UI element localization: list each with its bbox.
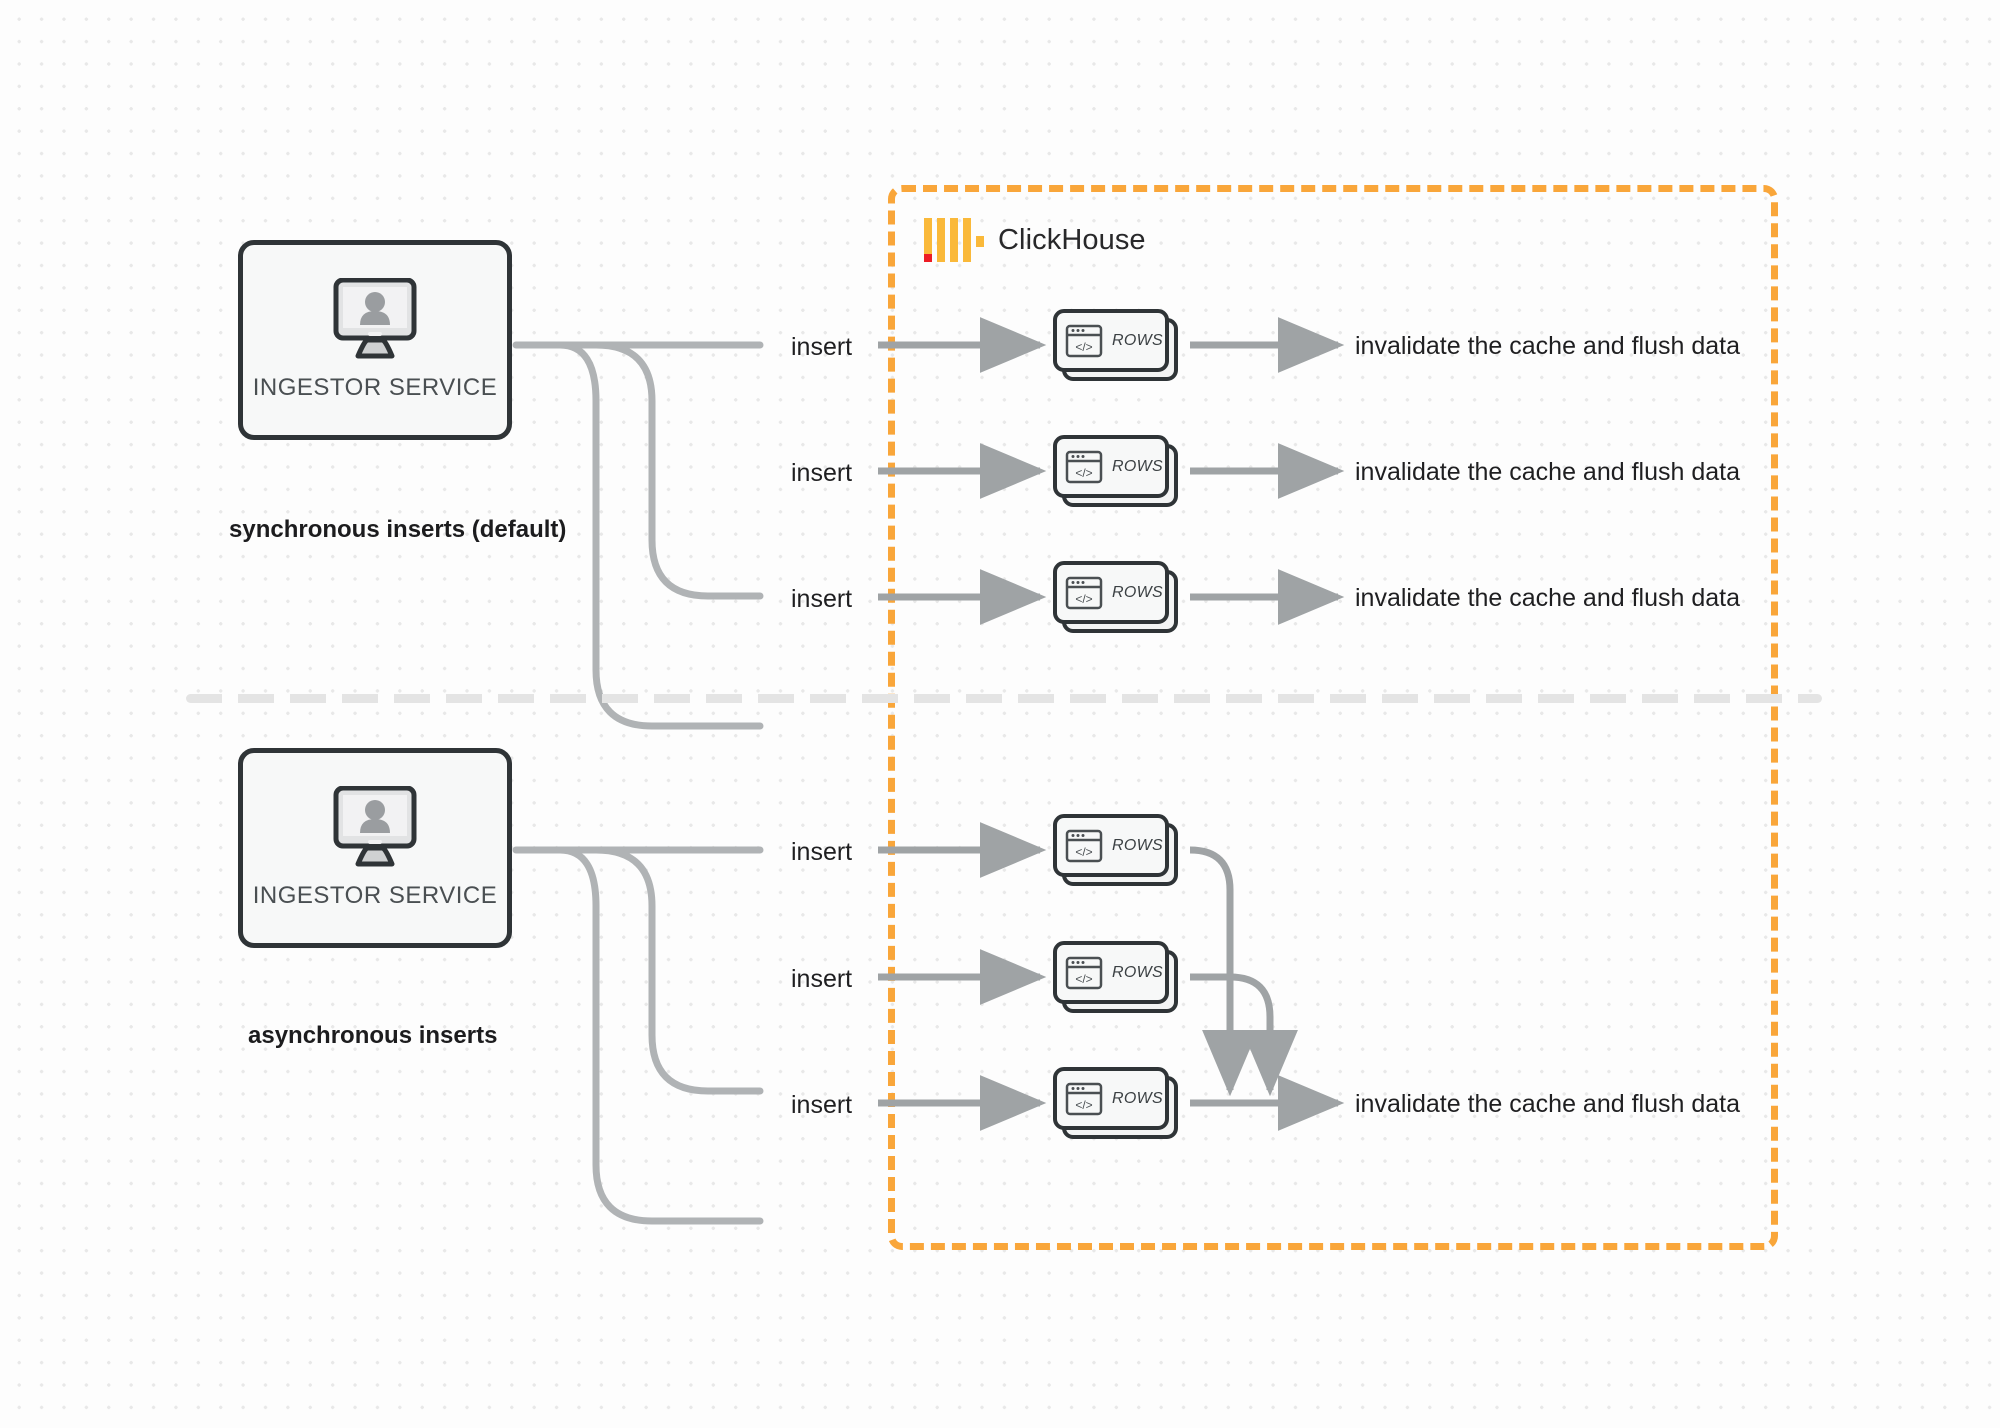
section-caption-sync: synchronous inserts (default) xyxy=(229,516,567,543)
code-window-icon: </> xyxy=(1065,324,1103,357)
code-window-icon: </> xyxy=(1065,576,1103,609)
rows-label: ROWS xyxy=(1112,457,1163,475)
rows-label: ROWS xyxy=(1112,331,1163,349)
clickhouse-title: ClickHouse xyxy=(998,223,1146,256)
svg-text:</>: </> xyxy=(1075,972,1092,986)
sidebar-item-sync-service: INGESTOR SERVICE xyxy=(238,240,512,440)
insert-label: insert xyxy=(791,459,853,487)
rows-card: </> ROWS xyxy=(1053,435,1178,507)
result-label: invalidate the cache and flush data xyxy=(1355,584,1740,612)
result-label: invalidate the cache and flush data xyxy=(1355,1090,1740,1118)
service-label: INGESTOR SERVICE xyxy=(252,882,498,909)
section-caption-async: asynchronous inserts xyxy=(248,1022,498,1049)
code-window-icon: </> xyxy=(1065,450,1103,483)
result-label: invalidate the cache and flush data xyxy=(1355,332,1740,360)
rows-card: </> ROWS xyxy=(1053,561,1178,633)
rows-label: ROWS xyxy=(1112,836,1163,854)
monitor-user-icon xyxy=(327,785,423,870)
code-window-icon: </> xyxy=(1065,829,1103,862)
insert-label: insert xyxy=(791,838,853,866)
service-label: INGESTOR SERVICE xyxy=(252,374,498,401)
clickhouse-boundary xyxy=(888,185,1778,1250)
code-window-icon: </> xyxy=(1065,1082,1103,1115)
svg-text:</>: </> xyxy=(1075,1098,1092,1112)
sidebar-item-async-service: INGESTOR SERVICE xyxy=(238,748,512,948)
clickhouse-logo-icon xyxy=(924,218,984,262)
monitor-user-icon xyxy=(327,277,423,362)
svg-text:</>: </> xyxy=(1075,466,1092,480)
insert-label: insert xyxy=(791,965,853,993)
section-divider xyxy=(186,694,1822,703)
rows-label: ROWS xyxy=(1112,963,1163,981)
rows-label: ROWS xyxy=(1112,1089,1163,1107)
svg-text:</>: </> xyxy=(1075,340,1092,354)
rows-label: ROWS xyxy=(1112,583,1163,601)
code-window-icon: </> xyxy=(1065,956,1103,989)
rows-card: </> ROWS xyxy=(1053,814,1178,886)
svg-text:</>: </> xyxy=(1075,592,1092,606)
insert-label: insert xyxy=(791,585,853,613)
insert-label: insert xyxy=(791,333,853,361)
clickhouse-logo-group: ClickHouse xyxy=(924,218,1146,262)
rows-card: </> ROWS xyxy=(1053,1067,1178,1139)
insert-label: insert xyxy=(791,1091,853,1119)
result-label: invalidate the cache and flush data xyxy=(1355,458,1740,486)
rows-card: </> ROWS xyxy=(1053,941,1178,1013)
rows-card: </> ROWS xyxy=(1053,309,1178,381)
svg-text:</>: </> xyxy=(1075,845,1092,859)
